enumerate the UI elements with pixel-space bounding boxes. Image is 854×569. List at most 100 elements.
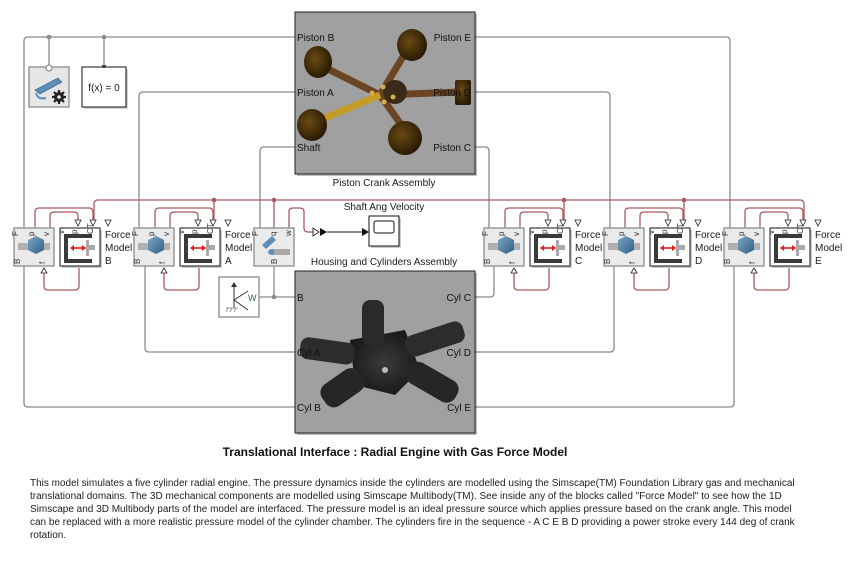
force-model-port-label: p bbox=[780, 229, 789, 234]
piston-crank-assembly-block[interactable]: Piston B Piston A Shaft Piston E Piston … bbox=[294, 11, 477, 176]
prismatic-port-label: p bbox=[497, 231, 506, 236]
port-b[interactable]: B bbox=[297, 293, 304, 304]
force-model-port-label: p bbox=[70, 229, 79, 234]
prismatic-port-label: v bbox=[42, 232, 51, 236]
prismatic-port-label: f bbox=[158, 261, 167, 264]
prismatic-port-label: v bbox=[512, 232, 521, 236]
prismatic-port-label: B bbox=[13, 259, 22, 264]
scope-label: Shaft Ang Velocity bbox=[344, 202, 425, 213]
prismatic-port-label: F bbox=[11, 231, 20, 236]
port-piston-e[interactable]: Piston E bbox=[434, 33, 472, 44]
port-cyl-e[interactable]: Cyl E bbox=[447, 403, 471, 414]
fx-label: f(x) = 0 bbox=[88, 83, 120, 94]
fx-equals-zero-block[interactable]: f(x) = 0 bbox=[81, 65, 128, 109]
prismatic-port-label: p bbox=[737, 231, 746, 236]
port-piston-d[interactable]: Piston D bbox=[433, 88, 471, 99]
force-model-port-label: v bbox=[527, 230, 536, 234]
prismatic-port-label: f bbox=[628, 261, 637, 264]
piston-crank-assembly-label: Piston Crank Assembly bbox=[333, 178, 436, 189]
force-model-label-2: Model bbox=[695, 243, 722, 254]
prismatic-port-label: F bbox=[131, 231, 140, 236]
force-model-label-2: Model bbox=[575, 243, 602, 254]
signal-connections bbox=[34, 197, 805, 291]
prismatic-port-label: B bbox=[133, 259, 142, 264]
rev-port-b: B bbox=[270, 259, 279, 264]
force-model-suffix: B bbox=[105, 256, 112, 267]
force-model-label: Force bbox=[105, 230, 131, 241]
port-piston-b[interactable]: Piston B bbox=[297, 33, 335, 44]
prismatic-port-label: F bbox=[481, 231, 490, 236]
port-cyl-a[interactable]: Cyl A bbox=[297, 348, 321, 359]
force-model-port-label: CT bbox=[676, 223, 685, 234]
force-model-port-label: v bbox=[57, 230, 66, 234]
rev-port-w: w bbox=[284, 230, 293, 237]
revolute-joint-sensor-block[interactable]: F q w B bbox=[251, 227, 295, 267]
model-description: This model simulates a five cylinder rad… bbox=[30, 478, 795, 541]
force-model-port-label: p bbox=[660, 229, 669, 234]
port-piston-c[interactable]: Piston C bbox=[433, 143, 471, 154]
force-model-suffix: E bbox=[815, 256, 822, 267]
prismatic-port-label: v bbox=[752, 232, 761, 236]
rev-port-q: q bbox=[269, 232, 278, 236]
prismatic-port-label: F bbox=[601, 231, 610, 236]
housing-and-cylinders-assembly-block[interactable]: B Cyl A Cyl B Cyl C Cyl D Cyl E bbox=[294, 270, 477, 435]
force-model-port-label: p bbox=[540, 229, 549, 234]
world-frame-block[interactable]: W bbox=[218, 276, 260, 318]
world-port-label: W bbox=[248, 293, 257, 303]
prismatic-port-label: p bbox=[27, 231, 36, 236]
force-model-suffix: A bbox=[225, 256, 232, 267]
force-model-port-label: CT bbox=[86, 223, 95, 234]
port-cyl-c[interactable]: Cyl C bbox=[447, 293, 471, 304]
force-model-label: Force bbox=[815, 230, 841, 241]
crank-image bbox=[297, 29, 471, 155]
solver-configuration-block[interactable] bbox=[28, 64, 70, 108]
prismatic-port-label: f bbox=[748, 261, 757, 264]
force-model-suffix: D bbox=[695, 256, 702, 267]
force-model-port-label: CT bbox=[796, 223, 805, 234]
port-shaft[interactable]: Shaft bbox=[297, 143, 321, 154]
port-piston-a[interactable]: Piston A bbox=[297, 88, 334, 99]
port-cyl-d[interactable]: Cyl D bbox=[447, 348, 471, 359]
scope-block[interactable] bbox=[368, 215, 401, 248]
prismatic-port-label: v bbox=[162, 232, 171, 236]
force-model-suffix: C bbox=[575, 256, 582, 267]
force-model-port-label: v bbox=[647, 230, 656, 234]
prismatic-port-label: p bbox=[147, 231, 156, 236]
force-model-label-2: Model bbox=[105, 243, 132, 254]
force-model-label: Force bbox=[225, 230, 251, 241]
force-model-label: Force bbox=[695, 230, 721, 241]
prismatic-port-label: B bbox=[603, 259, 612, 264]
force-model-label-2: Model bbox=[815, 243, 842, 254]
model-title: Translational Interface : Radial Engine … bbox=[222, 445, 568, 459]
port-cyl-b[interactable]: Cyl B bbox=[297, 403, 321, 414]
prismatic-port-label: B bbox=[723, 259, 732, 264]
gear-icon bbox=[52, 90, 66, 104]
housing-label: Housing and Cylinders Assembly bbox=[311, 257, 457, 268]
prismatic-port-label: F bbox=[721, 231, 730, 236]
prismatic-port-label: p bbox=[617, 231, 626, 236]
prismatic-port-label: f bbox=[508, 261, 517, 264]
force-model-port-label: p bbox=[190, 229, 199, 234]
rev-port-f: F bbox=[251, 231, 260, 236]
force-model-port-label: v bbox=[767, 230, 776, 234]
force-model-port-label: CT bbox=[556, 223, 565, 234]
mechanical-connections bbox=[23, 34, 735, 408]
force-model-label-2: Model bbox=[225, 243, 252, 254]
